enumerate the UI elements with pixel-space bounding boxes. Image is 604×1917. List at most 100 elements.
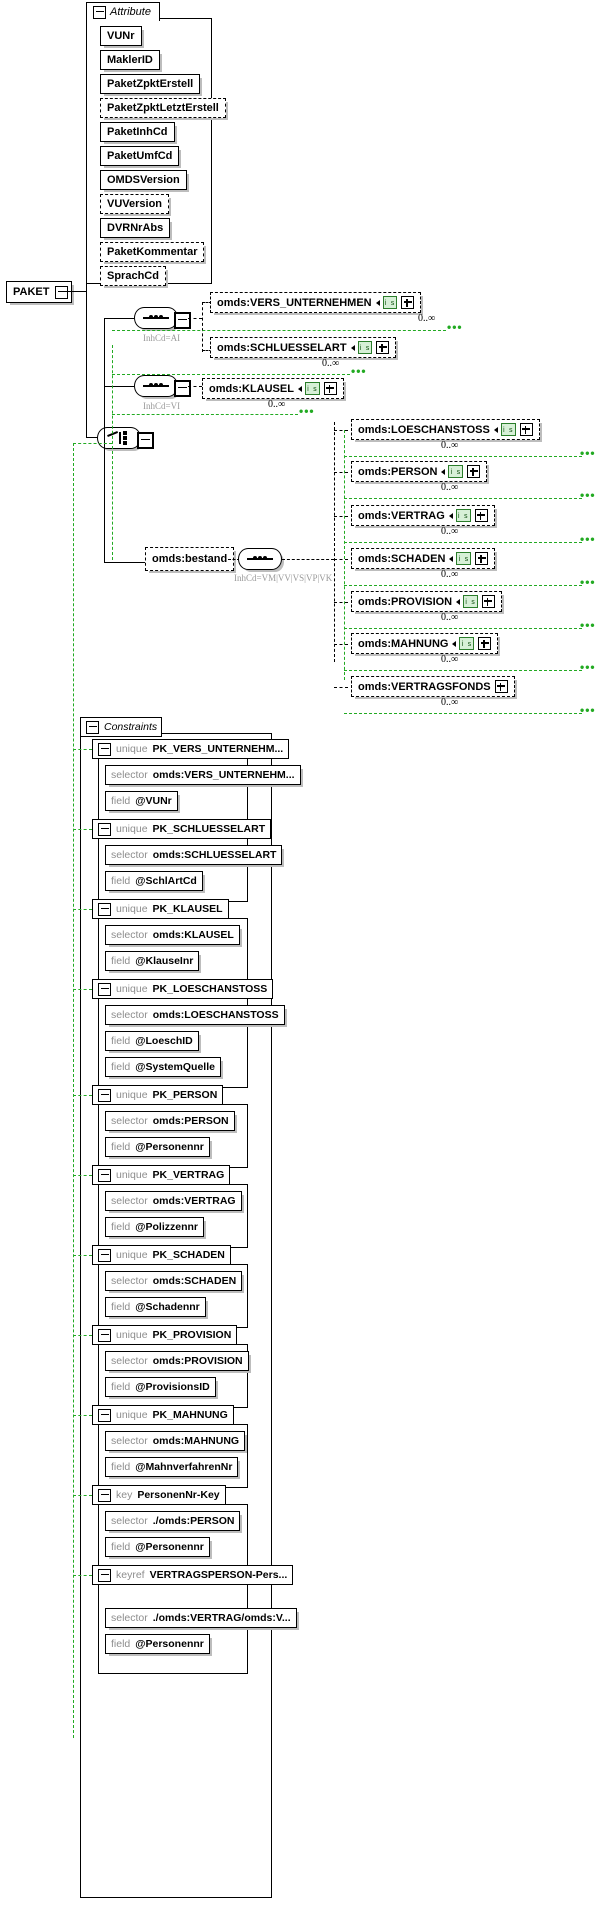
green-trace (344, 713, 582, 714)
expand-icon[interactable] (494, 680, 508, 693)
constraint-selector-row[interactable]: selector./omds:VERTRAG/omds:V... (105, 1608, 297, 1628)
expand-icon[interactable] (481, 595, 495, 608)
collapse-icon[interactable] (98, 982, 111, 996)
expand-icon[interactable] (376, 341, 390, 354)
connector (104, 386, 134, 388)
expand-icon[interactable] (401, 296, 415, 309)
collapse-icon[interactable] (98, 902, 111, 916)
constraint-kind: unique (116, 1169, 148, 1181)
constraint-field-row[interactable]: field@LoeschID (105, 1031, 199, 1051)
element-label: omds:bestand (152, 553, 228, 565)
constraint-field-row[interactable]: field@Personennr (105, 1537, 210, 1557)
branch-sequence-vi[interactable] (134, 375, 191, 397)
attribute-item[interactable]: PaketKommentar (100, 242, 205, 262)
collapse-icon[interactable] (98, 1408, 111, 1422)
expand-icon[interactable] (467, 465, 481, 478)
attribute-item[interactable]: PaketInhCd (100, 122, 175, 142)
element-vers-unternehmen[interactable]: omds:VERS_UNTERNEHMEN i s (210, 292, 422, 313)
attribute-item[interactable]: SprachCd (100, 266, 166, 286)
attribute-item[interactable]: PaketZpktErstell (100, 74, 201, 94)
collapse-icon[interactable] (86, 720, 99, 734)
attribute-item[interactable]: VUNr (100, 26, 142, 46)
green-trace (112, 345, 113, 560)
bestand-sequence-compositor[interactable] (238, 548, 282, 570)
connector-dashed (282, 559, 334, 560)
constraint-field-row[interactable]: field@VUNr (105, 791, 178, 811)
expand-icon[interactable] (478, 637, 492, 650)
constraint-field-row[interactable]: field@Schadennr (105, 1297, 206, 1317)
root-element-paket[interactable]: PAKET (6, 281, 73, 303)
expand-icon[interactable] (475, 552, 489, 565)
sequence-collapse-icon[interactable] (174, 380, 191, 397)
constraint-field-row[interactable]: field@KlauseInr (105, 951, 200, 971)
constraint-field-row[interactable]: field@Personennr (105, 1137, 210, 1157)
attribute-item[interactable]: DVRNrAbs (100, 218, 171, 238)
constraint-field-row[interactable]: field@MahnverfahrenNr (105, 1457, 239, 1477)
collapse-icon[interactable] (98, 1568, 111, 1582)
collapse-icon[interactable] (98, 1328, 111, 1342)
occurrence-label: 0..∞ (418, 313, 436, 324)
element-klausel[interactable]: omds:KLAUSEL i s (202, 378, 344, 399)
element-schluesselart[interactable]: omds:SCHLUESSELART i s (210, 337, 397, 358)
expand-icon[interactable] (323, 382, 337, 395)
constraint-selector-row[interactable]: selector./omds:PERSON (105, 1511, 241, 1531)
row-kind: selector (111, 929, 148, 941)
occurrence-label: 0..∞ (441, 440, 459, 451)
collapse-icon[interactable] (98, 1168, 111, 1182)
branch-sequence-ai[interactable] (134, 307, 191, 329)
attribute-item[interactable]: VUVersion (100, 194, 170, 214)
collapse-icon[interactable] (98, 1248, 111, 1262)
collapse-icon[interactable] (98, 1088, 111, 1102)
collapse-icon[interactable] (93, 5, 106, 19)
green-trace (73, 1575, 92, 1576)
type-badge-icon: i s (455, 509, 471, 522)
choice-collapse-icon[interactable] (137, 432, 154, 449)
collapse-icon[interactable] (98, 822, 111, 836)
attribute-item[interactable]: OMDSVersion (100, 170, 187, 190)
sequence-collapse-icon[interactable] (174, 312, 191, 329)
element-vertragsfonds[interactable]: omds:VERTRAGSFONDS (351, 676, 515, 697)
expand-icon[interactable] (474, 509, 488, 522)
attribute-item[interactable]: MaklerID (100, 50, 160, 70)
collapse-icon[interactable] (98, 742, 111, 756)
constraint-field-row[interactable]: field@SystemQuelle (105, 1057, 221, 1077)
constraint-field-row[interactable]: field@ProvisionsID (105, 1377, 216, 1397)
constraint-field-row[interactable]: field@Personennr (105, 1634, 210, 1654)
collapse-icon[interactable] (98, 1488, 111, 1502)
expand-icon[interactable] (519, 423, 533, 436)
element-bestand[interactable]: omds:bestand (145, 547, 235, 571)
attribute-item[interactable]: PaketZpktLetztErstell (100, 98, 226, 118)
constraint-field-row[interactable]: field@SchlArtCd (105, 871, 203, 891)
constraints-tab[interactable]: Constraints (80, 717, 162, 737)
attribute-item[interactable]: PaketUmfCd (100, 146, 180, 166)
attribute-group-tab[interactable]: Attribute (86, 2, 160, 21)
element-label: omds:VERS_UNTERNEHMEN (217, 296, 372, 309)
constraint-field-row[interactable]: field@Polizzennr (105, 1217, 205, 1237)
